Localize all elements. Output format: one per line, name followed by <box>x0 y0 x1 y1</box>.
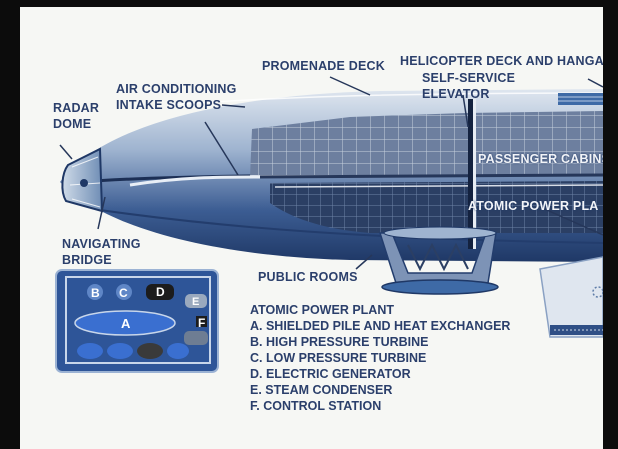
legend-item-f: F. CONTROL STATION <box>250 399 382 413</box>
helicopter-deck <box>558 93 603 105</box>
inset-letter-b: B <box>91 286 100 300</box>
radar-dome-label: RADAR DOME <box>53 101 100 131</box>
elevator-shaft-highlight <box>473 99 476 249</box>
inset-letter-a: A <box>121 316 131 331</box>
elevator-shaft <box>468 99 473 249</box>
upper-cabins-interior <box>249 111 603 179</box>
power-plant-inset <box>55 269 219 373</box>
elevator-label: SELF-SERVICE ELEVATOR <box>422 71 516 101</box>
atomic-power-plant-label: ATOMIC POWER PLA <box>468 199 599 213</box>
illustration-page: B C D E A F RADAR DOME AIR CONDITIONING … <box>20 7 603 449</box>
promenade-deck-label: PROMENADE DECK <box>262 59 385 73</box>
inset-letter-d: D <box>156 285 165 299</box>
right-lower-structure <box>539 256 603 338</box>
power-plant-legend: ATOMIC POWER PLANT A. SHIELDED PILE AND … <box>250 302 510 414</box>
navigating-bridge-label: NAVIGATING BRIDGE <box>62 237 141 267</box>
air-conditioning-label: AIR CONDITIONING INTAKE SCOOPS <box>116 82 237 112</box>
legend-item-a: A. SHIELDED PILE AND HEAT EXCHANGER <box>250 319 511 333</box>
inset-letter-f: F <box>198 316 206 330</box>
passenger-cabins-interior <box>270 181 603 233</box>
helicopter-deck-label: HELICOPTER DECK AND HANGA <box>400 54 603 68</box>
intake-scoop-highlight <box>129 175 261 187</box>
public-rooms-gondola <box>378 226 499 295</box>
inset-letter-c: C <box>119 286 128 300</box>
inset-letter-e: E <box>192 296 200 308</box>
legend-item-e: E. STEAM CONDENSER <box>250 383 393 397</box>
legend-item-d: D. ELECTRIC GENERATOR <box>250 367 411 381</box>
legend-item-b: B. HIGH PRESSURE TURBINE <box>250 335 429 349</box>
radar-dome <box>61 147 104 213</box>
legend-title: ATOMIC POWER PLANT <box>250 303 394 317</box>
legend-item-c: C. LOW PRESSURE TURBINE <box>250 351 427 365</box>
public-rooms-label: PUBLIC ROOMS <box>258 270 358 284</box>
passenger-cabins-label: PASSENGER CABINS <box>478 152 603 166</box>
pointer-lines <box>59 76 603 270</box>
airship-cutaway-illustration <box>55 76 603 373</box>
